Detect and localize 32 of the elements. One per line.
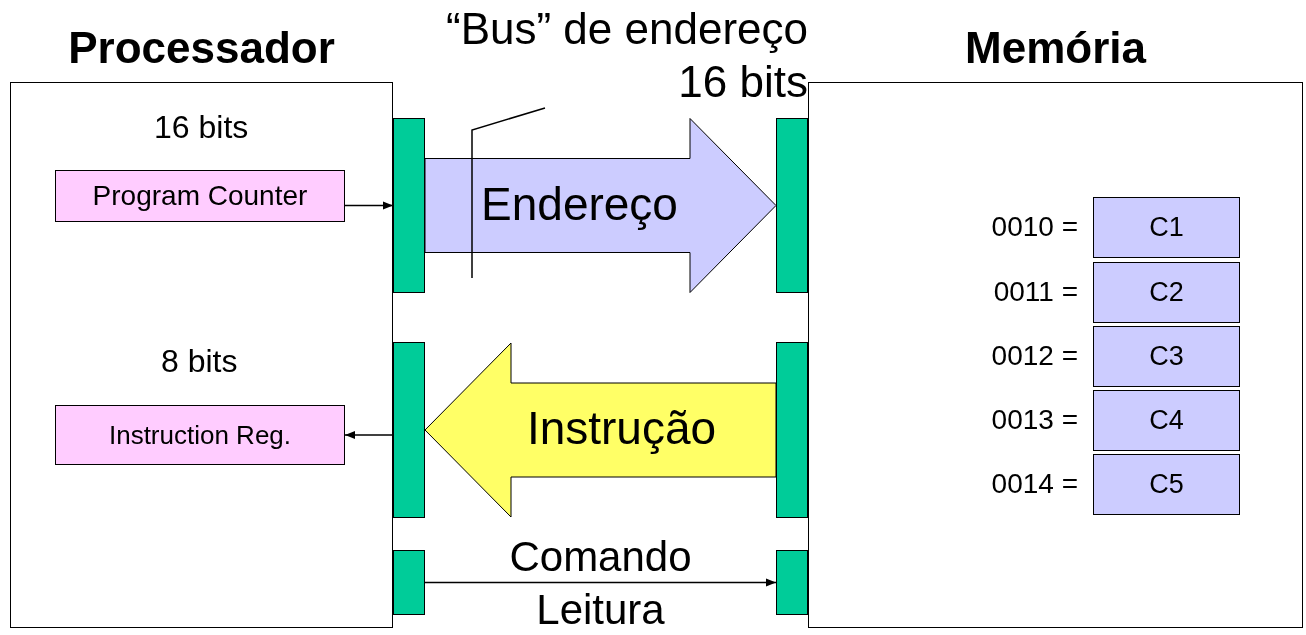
port-bar [393, 342, 425, 518]
bit-width-label: 16 bits [154, 109, 249, 146]
leader-line [471, 107, 546, 279]
arrow-label: Endereço [480, 176, 679, 231]
arrow [344, 201, 394, 210]
address-label: 0011 = [992, 275, 1078, 308]
block-arrow [424, 342, 777, 518]
port-bar [393, 550, 425, 615]
memory-cell: C5 [1093, 454, 1240, 515]
bit-width-label: 8 bits [161, 343, 238, 380]
memory-cell: C3 [1093, 326, 1240, 387]
memory-cell: C2 [1093, 262, 1240, 323]
address-label: 0014 = [990, 467, 1078, 500]
port-bar [776, 550, 808, 615]
edge-label: Comando Leitura [508, 531, 693, 635]
block-arrow [424, 118, 777, 293]
bus-label: “Bus” de endereço 16 bits [396, 4, 808, 108]
memory-cell: C4 [1093, 390, 1240, 451]
address-label: 0012 = [990, 339, 1078, 372]
section-heading: Memória [964, 23, 1148, 73]
register-box: Instruction Reg. [55, 405, 345, 465]
register-box: Program Counter [55, 170, 345, 222]
arrow [344, 431, 394, 439]
port-bar [393, 118, 425, 293]
section-heading: Processador [67, 23, 336, 73]
port-bar [776, 342, 808, 518]
port-bar [776, 118, 808, 293]
arrow [424, 578, 777, 587]
address-label: 0013 = [990, 403, 1078, 436]
address-label: 0010 = [990, 210, 1078, 243]
memory-cell: C1 [1093, 197, 1240, 258]
arrow-label: Instrução [525, 401, 718, 455]
